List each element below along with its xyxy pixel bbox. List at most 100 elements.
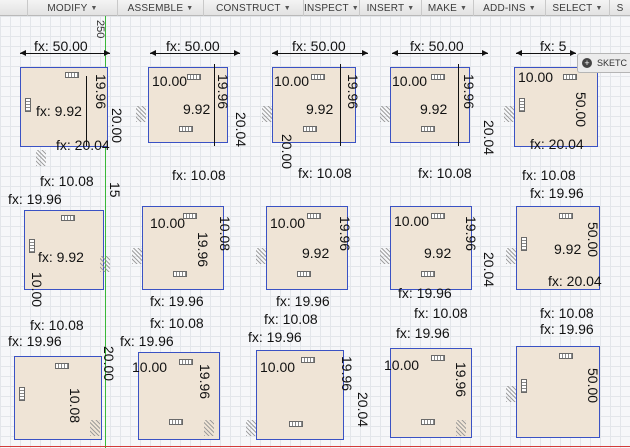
dimension-label: 9.92 (424, 245, 452, 261)
pin-header-icon (431, 355, 445, 361)
caret-down-icon: ▼ (460, 4, 468, 12)
component-outline[interactable] (514, 67, 598, 147)
dimension-line (150, 50, 240, 56)
sketch-canvas[interactable]: 250 fx: 50.00 fx: 9.92 19.96 20.00 fx: 2… (0, 16, 630, 448)
dimension-label: 19.96 (215, 74, 231, 110)
hatch-mark (256, 248, 266, 264)
dimension-label: fx: 10.08 (522, 167, 576, 183)
hatch-mark (100, 256, 110, 272)
dimension-label: fx: 19.96 (540, 321, 594, 337)
dimension-label: 19.96 (93, 74, 109, 110)
component-outline[interactable] (14, 356, 102, 440)
hatch-mark (136, 106, 146, 122)
insert-menu[interactable]: INSERT▼ (360, 0, 422, 16)
dimension-label: fx: 50.00 (166, 38, 220, 54)
pin-header-icon (563, 74, 577, 80)
component-outline[interactable] (272, 67, 356, 143)
pin-header-icon (307, 213, 321, 219)
dimension-label: 20.00 (101, 346, 117, 382)
construct-menu[interactable]: CONSTRUCT▼ (204, 0, 304, 16)
hatch-mark (380, 106, 390, 122)
dimension-label: fx: 19.96 (276, 293, 330, 309)
dimension-line (458, 64, 459, 146)
hatch-mark (246, 420, 256, 436)
dimension-label: 50.00 (573, 92, 589, 128)
pin-header-icon (559, 213, 573, 219)
dimension-label: fx: 19.96 (530, 185, 584, 201)
caret-down-icon: ▼ (186, 4, 194, 12)
construct-menu-label: CONSTRUCT (216, 2, 281, 14)
sketch-menu[interactable]: S (610, 0, 630, 16)
component-outline[interactable] (266, 206, 348, 290)
dimension-label: fx: 19.96 (398, 285, 452, 301)
dimension-line (516, 50, 576, 56)
hatch-mark (132, 248, 142, 264)
add-icon: + (582, 58, 592, 68)
pin-header-icon (29, 239, 35, 253)
inspect-menu-label: INSPECT (304, 2, 349, 14)
caret-down-icon: ▼ (283, 4, 291, 12)
component-outline[interactable] (256, 350, 344, 440)
dimension-label: fx: 10.08 (418, 165, 472, 181)
dimension-label: fx: 20.04 (548, 273, 602, 289)
sketch-menu-label: S (616, 2, 624, 14)
component-outline[interactable] (390, 67, 470, 143)
make-menu[interactable]: MAKE▼ (422, 0, 474, 16)
pin-header-icon (421, 419, 435, 425)
dimension-label: fx: 19.96 (8, 191, 62, 207)
dimension-label: 20.00 (109, 108, 125, 144)
dimension-label: 19.96 (461, 74, 477, 110)
dimension-label: 50.00 (585, 368, 601, 404)
component-outline[interactable] (20, 67, 108, 147)
dimension-label: 19.96 (339, 356, 355, 392)
component-outline[interactable] (142, 206, 224, 290)
dimension-label: 20.04 (355, 392, 371, 428)
pin-header-icon (421, 126, 435, 132)
sketch-button-label: SKETC (597, 58, 628, 68)
pin-header-icon (421, 271, 435, 277)
dimension-label: 10.00 (150, 215, 186, 231)
pin-header-icon (519, 98, 525, 112)
caret-down-icon: ▼ (528, 4, 536, 12)
dimension-label: 20.04 (481, 120, 497, 156)
select-menu[interactable]: SELECT▼ (546, 0, 610, 16)
dimension-label: 10.00 (260, 359, 296, 375)
dimension-label: 19.96 (463, 216, 479, 252)
add-ins-menu-label: ADD-INS (483, 2, 526, 14)
dimension-label: fx: 10.08 (414, 305, 468, 321)
caret-down-icon: ▼ (407, 4, 415, 12)
pin-header-icon (297, 271, 311, 277)
hatch-mark (90, 420, 100, 436)
dimension-label: fx: 9.92 (38, 249, 84, 265)
dimension-label: 10.00 (392, 73, 428, 89)
component-outline[interactable] (516, 206, 600, 290)
dimension-label: fx: 10.08 (40, 173, 94, 189)
pin-header-icon (559, 353, 573, 359)
dimension-label: 19.96 (195, 232, 211, 268)
pin-header-icon (521, 379, 527, 393)
dimension-label: fx: 50.00 (34, 38, 88, 54)
dimension-label: fx: 10.08 (30, 317, 84, 333)
dimension-label: 10.08 (217, 216, 233, 252)
inspect-menu[interactable]: INSPECT▼ (304, 0, 360, 16)
dimension-label: 9.92 (306, 101, 334, 117)
component-outline[interactable] (390, 206, 472, 290)
component-outline[interactable] (24, 210, 104, 290)
dimension-label: 15 (107, 182, 123, 198)
assemble-menu[interactable]: ASSEMBLE▼ (118, 0, 204, 16)
dimension-label: 20.04 (233, 112, 249, 148)
add-ins-menu[interactable]: ADD-INS▼ (474, 0, 546, 16)
dimension-label: 9.92 (420, 101, 448, 117)
modify-menu[interactable]: MODIFY▼ (28, 0, 118, 16)
hatch-mark (456, 420, 466, 436)
caret-down-icon: ▼ (351, 4, 359, 12)
component-outline[interactable] (516, 346, 600, 438)
dimension-label: 10.00 (394, 213, 430, 229)
caret-down-icon: ▼ (595, 4, 603, 12)
dimension-line (86, 76, 87, 146)
dimension-label: 10.08 (67, 388, 83, 424)
dimension-label: fx: 10.08 (298, 165, 352, 181)
dimension-label: 10.00 (270, 215, 306, 231)
sketch-palette-button[interactable]: + SKETC (577, 53, 630, 73)
dimension-label: 19.96 (337, 216, 353, 252)
